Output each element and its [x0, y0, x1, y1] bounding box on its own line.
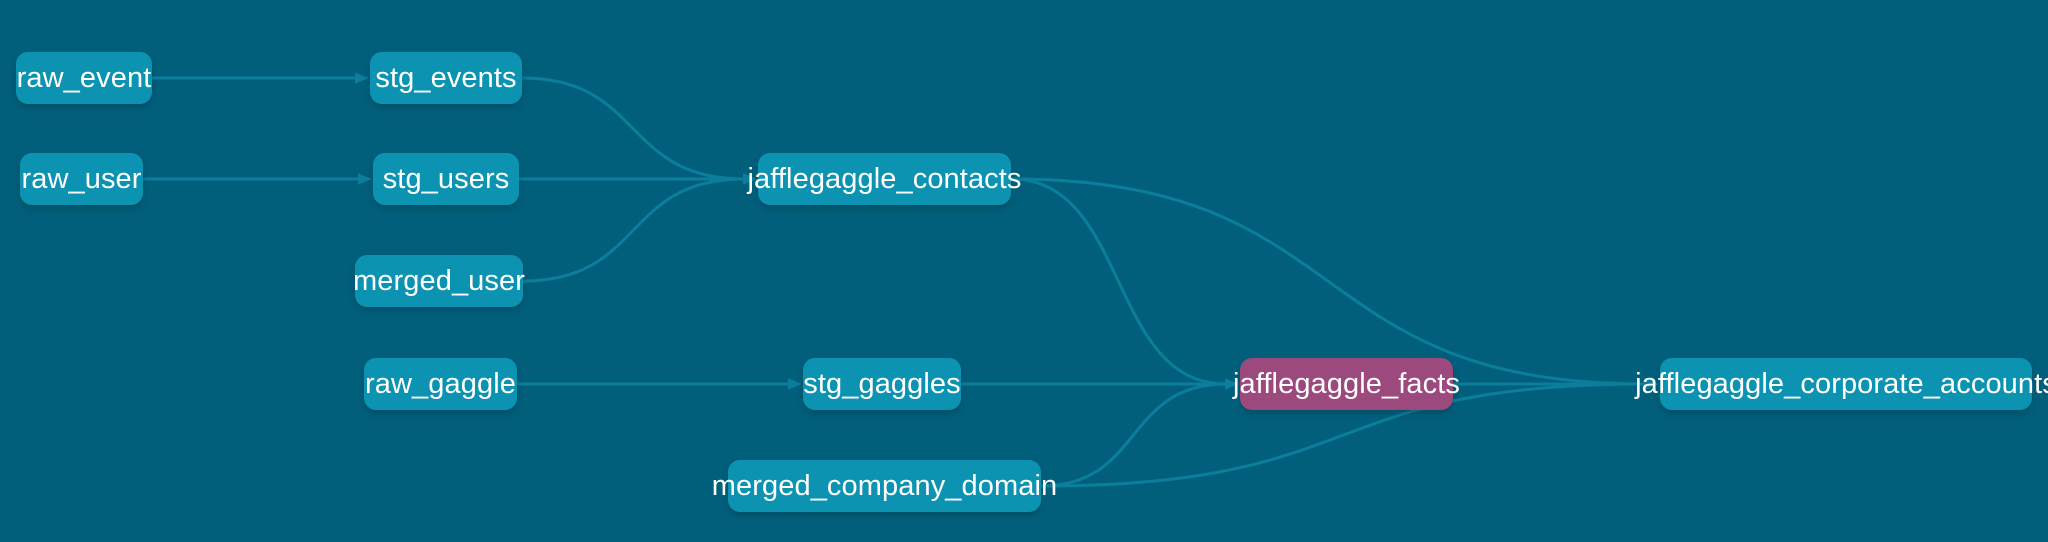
graph-node-label: raw_user [21, 162, 142, 195]
graph-node-jafflegaggle_facts[interactable]: jafflegaggle_facts [1233, 358, 1460, 410]
graph-node-label: raw_gaggle [365, 367, 516, 400]
graph-node-merged_user[interactable]: merged_user [353, 255, 525, 307]
graph-node-raw_event[interactable]: raw_event [16, 52, 152, 104]
graph-node-label: merged_user [353, 264, 525, 297]
graph-node-label: jafflegaggle_contacts [747, 162, 1022, 195]
graph-node-jafflegaggle_corporate_accounts[interactable]: jafflegaggle_corporate_accounts [1635, 358, 2048, 410]
graph-node-jafflegaggle_contacts[interactable]: jafflegaggle_contacts [747, 153, 1021, 205]
graph-edge-jafflegaggle_contacts-to-jafflegaggle_facts [1010, 177, 1227, 386]
graph-node-stg_users[interactable]: stg_users [373, 153, 519, 205]
graph-edge-arrow [355, 72, 369, 84]
graph-node-merged_company_domain[interactable]: merged_company_domain [712, 460, 1057, 512]
graph-node-label: stg_events [375, 61, 517, 94]
graph-node-stg_gaggles[interactable]: stg_gaggles [803, 358, 961, 410]
graph-edge-merged_user-to-jafflegaggle_contacts [522, 177, 745, 283]
graph-node-stg_events[interactable]: stg_events [370, 52, 522, 104]
graph-node-label: jafflegaggle_facts [1233, 367, 1460, 400]
graph-node-label: merged_company_domain [711, 469, 1058, 502]
graph-node-label: raw_event [16, 61, 152, 94]
graph-edge-jafflegaggle_contacts-to-jafflegaggle_corporate_accounts [1010, 177, 1647, 386]
graph-edge-stg_events-to-jafflegaggle_contacts [521, 76, 745, 181]
graph-edge-arrow [788, 378, 802, 390]
graph-node-label: stg_users [382, 162, 510, 195]
graph-node-raw_gaggle[interactable]: raw_gaggle [364, 358, 517, 410]
graph-node-raw_user[interactable]: raw_user [20, 153, 143, 205]
graph-edge-merged_company_domain-to-jafflegaggle_facts [1040, 382, 1227, 488]
graph-edge-arrow [358, 173, 372, 185]
graph-node-label: stg_gaggles [803, 367, 961, 400]
graph-node-label: jafflegaggle_corporate_accounts [1635, 367, 2048, 400]
